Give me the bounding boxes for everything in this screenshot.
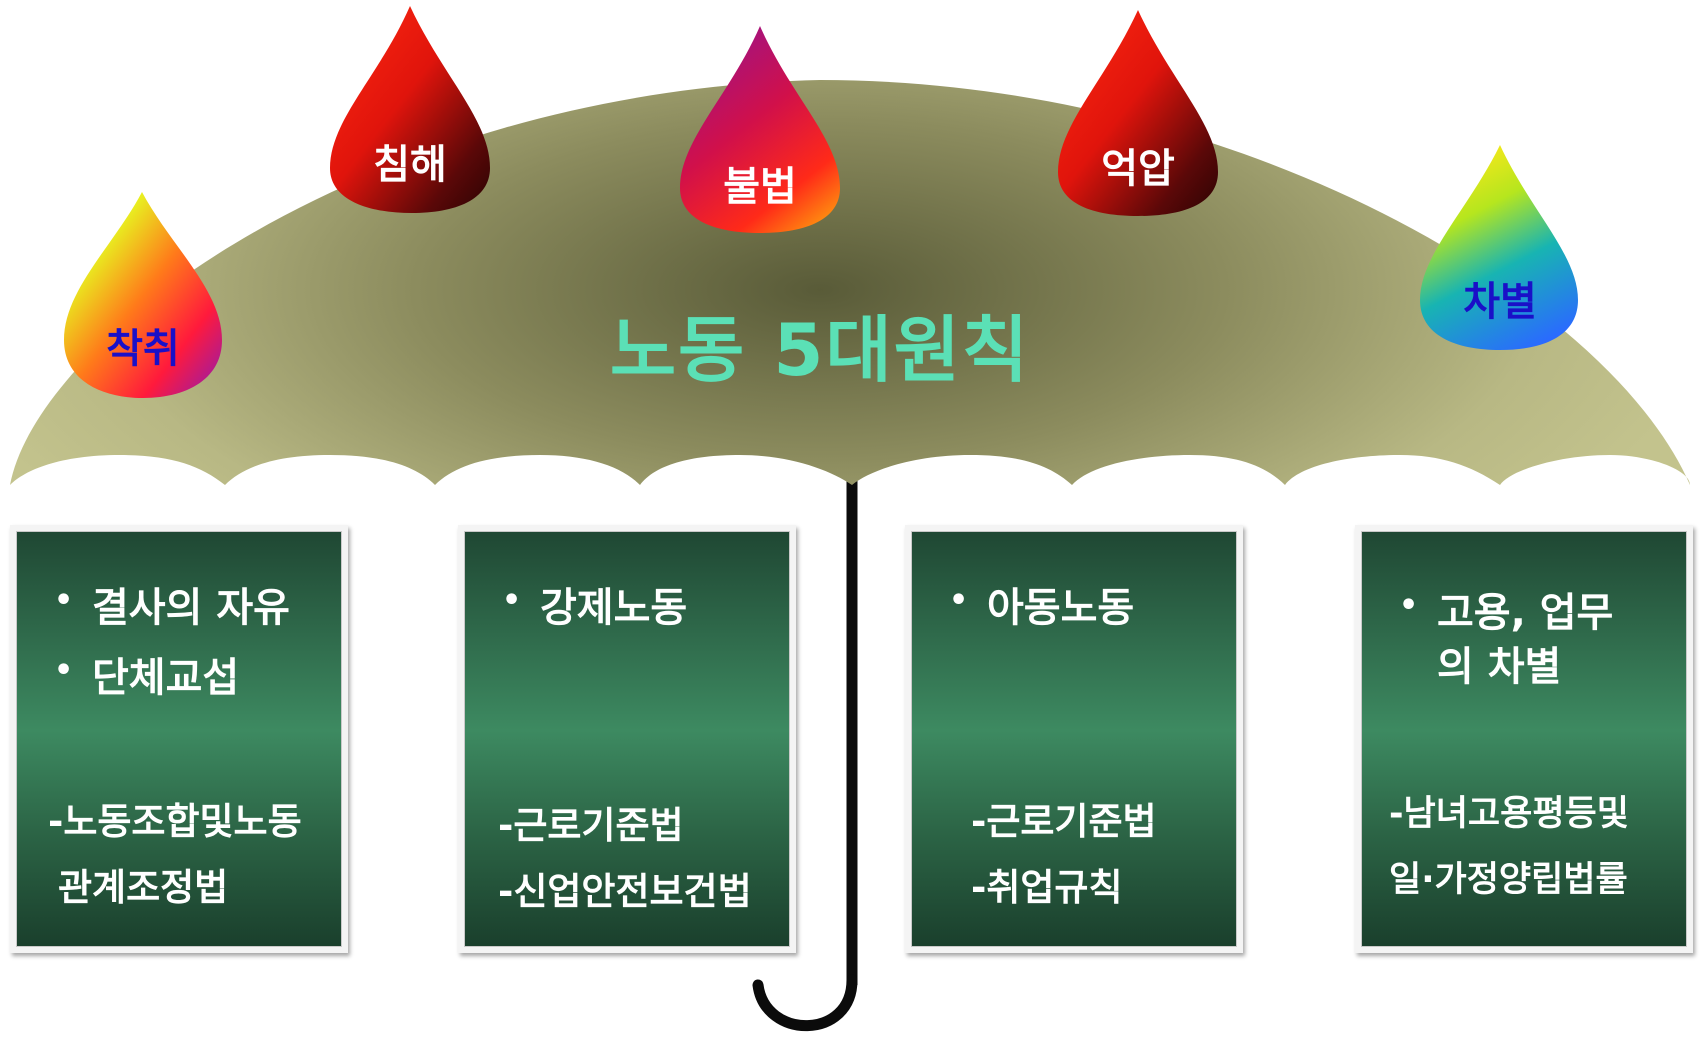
law-list: -노동조합및노동 관계조정법 bbox=[48, 789, 334, 921]
bullet-text: 아동노동 bbox=[987, 585, 1135, 631]
bullet-list: • 강제노동 bbox=[494, 581, 778, 651]
drop-label-oppression: 억압 bbox=[1101, 146, 1175, 192]
law-item: -취업규칙 bbox=[971, 866, 1123, 909]
bullet-text: 강제노동 bbox=[540, 585, 688, 631]
drop-label-illegality: 불법 bbox=[723, 164, 797, 210]
bullet-item: • 강제노동 bbox=[494, 581, 778, 635]
law-item: 관계조정법 bbox=[58, 866, 229, 909]
drop-label-discrimination: 차별 bbox=[1463, 279, 1537, 325]
bullet-dot-icon: • bbox=[502, 583, 522, 618]
umbrella-handle bbox=[752, 478, 858, 1032]
bullet-dot-icon: • bbox=[54, 583, 74, 618]
principle-box-freedom-of-association: • 결사의 자유 • 단체교섭 -노동조합및노동 관계조정법 bbox=[10, 525, 348, 953]
drop-label-exploitation: 착취 bbox=[106, 326, 180, 372]
law-list: -근로기준법 -취업규칙 bbox=[971, 789, 1229, 921]
drop-discrimination: 차별 bbox=[1420, 145, 1578, 350]
law-item: -근로기준법 bbox=[498, 804, 684, 847]
bullet-list: • 아동노동 bbox=[941, 581, 1225, 651]
law-item: -남녀고용평등및 bbox=[1389, 794, 1629, 834]
bullet-dot-icon: • bbox=[1399, 588, 1419, 623]
bullet-list: • 결사의 자유 • 단체교섭 bbox=[46, 581, 330, 721]
diagram-title: 노동 5대원칙 bbox=[610, 308, 1030, 392]
principle-box-forced-labor: • 강제노동 -근로기준법 -신업안전보건법 bbox=[458, 525, 796, 953]
bullet-item: • 아동노동 bbox=[941, 581, 1225, 635]
bullet-item: • 결사의 자유 bbox=[46, 581, 330, 635]
law-item: 일·가정양립법률 bbox=[1389, 860, 1628, 900]
drop-exploitation: 착취 bbox=[64, 192, 222, 398]
bullet-dot-icon: • bbox=[54, 653, 74, 688]
bullet-text: 결사의 자유 bbox=[92, 585, 290, 631]
bullet-item: • 단체교섭 bbox=[46, 651, 330, 705]
bullet-list: • 고용, 업무 의 차별 bbox=[1391, 586, 1657, 710]
bullet-dot-icon: • bbox=[949, 583, 969, 618]
bullet-text: 단체교섭 bbox=[92, 655, 240, 701]
drop-label-infringement: 침해 bbox=[373, 142, 447, 188]
law-item: -근로기준법 bbox=[971, 800, 1157, 843]
law-item: -노동조합및노동 bbox=[48, 800, 302, 843]
law-item: -신업안전보건법 bbox=[498, 870, 752, 913]
law-list: -근로기준법 -신업안전보건법 bbox=[498, 793, 782, 925]
bullet-text: 고용, 업무 의 차별 bbox=[1437, 590, 1614, 690]
bullet-item: • 고용, 업무 의 차별 bbox=[1391, 586, 1657, 694]
principle-box-child-labor: • 아동노동 -근로기준법 -취업규칙 bbox=[905, 525, 1243, 953]
law-list: -남녀고용평등및 일·가정양립법률 bbox=[1389, 781, 1679, 913]
principle-box-employment-discrimination: • 고용, 업무 의 차별 -남녀고용평등및 일·가정양립법률 bbox=[1355, 525, 1693, 953]
drop-illegality: 불법 bbox=[680, 26, 840, 233]
drop-oppression: 억압 bbox=[1058, 10, 1218, 216]
drop-infringement: 침해 bbox=[330, 6, 490, 213]
